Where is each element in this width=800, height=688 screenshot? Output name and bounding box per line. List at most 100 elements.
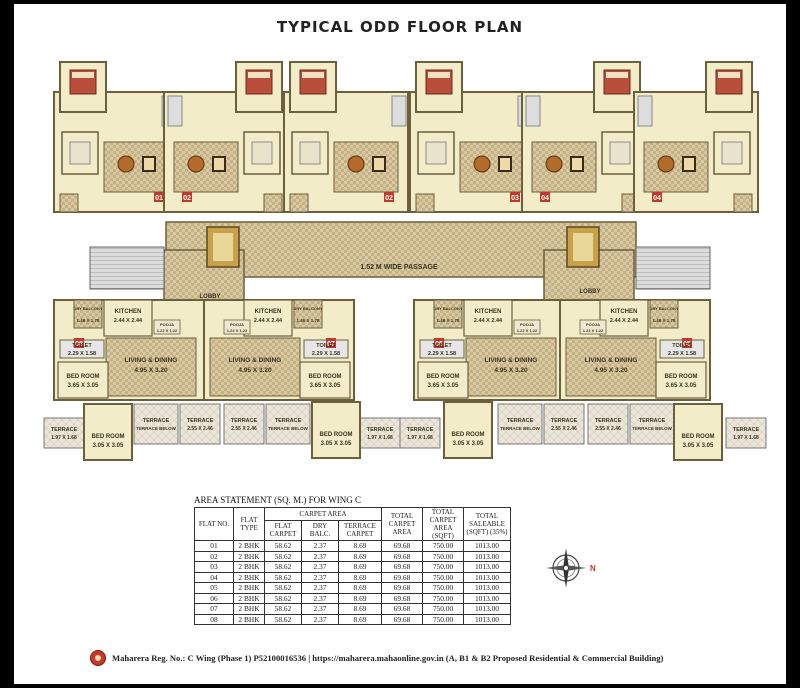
flat-marker: [384, 192, 394, 202]
bedroom-lower-label: BED ROOM: [92, 434, 125, 440]
living-dining: [209, 337, 301, 397]
toilet-label: TOILET: [432, 343, 452, 349]
table-cell: 06: [194, 592, 234, 604]
flat-marker: [326, 338, 336, 348]
flat-bottom-05: 05: [559, 299, 711, 401]
dining-table-top: [144, 158, 154, 170]
table-cell: 07: [194, 603, 234, 615]
dining-table-top: [374, 158, 384, 170]
table-cell: 750.00: [422, 571, 464, 583]
table-cell: 1013.00: [463, 592, 511, 604]
dining-table-top: [572, 158, 582, 170]
balcony: [415, 193, 435, 213]
pillow-icon: [718, 72, 740, 78]
table-cell: 1013.00: [463, 603, 511, 615]
terrace-size-label: 1.97 X 1.68: [367, 435, 393, 441]
table-cell: 8.69: [338, 582, 382, 594]
table-cell: 58.62: [264, 592, 302, 604]
header-total-saleable: TOTAL SALEABLE (SQFT) (35%): [463, 507, 511, 541]
terrace-11: [399, 417, 441, 449]
terrace-below-label: TERRACE BELOW: [268, 426, 309, 431]
header-carpet-area: CARPET AREA: [264, 507, 382, 521]
dry-balcony-label: DRY BALCONY: [649, 306, 678, 311]
terrace-size-label: 2.55 X 2.46: [231, 426, 257, 432]
terrace-label: TERRACE: [51, 427, 78, 433]
kitchen-label: KITCHEN: [115, 309, 142, 315]
table-cell: 02: [194, 550, 234, 562]
table-cell: 2.37: [301, 603, 339, 615]
bedroom-lower-1: [83, 403, 133, 461]
table-cell: 2 BHK: [233, 582, 265, 594]
compass-north-label: N: [590, 564, 596, 573]
table-cell: 2.37: [301, 561, 339, 573]
lobby-label-left: LOBBY: [200, 294, 221, 300]
terrace-label: TERRACE: [507, 418, 534, 424]
pooja-size: 1.22 X 1.22: [583, 328, 604, 333]
table-cell: 69.68: [381, 571, 423, 583]
terrace-8: [629, 403, 675, 445]
maharera-logo-icon: [90, 650, 106, 666]
flat-number: 05: [683, 341, 691, 348]
bedroom-size: 3.65 X 3.05: [666, 383, 697, 389]
bed-icon: [299, 141, 321, 165]
bed-icon: [609, 141, 631, 165]
terrace-size-label: 1.97 X 1.68: [407, 435, 433, 441]
living-size-label: 4.95 X 3.20: [134, 367, 168, 374]
living-size-label: 4.95 X 3.20: [594, 367, 628, 374]
bedroom-size: 3.65 X 3.05: [68, 383, 99, 389]
kitchen: [599, 299, 649, 337]
terrace-size-label: 2.55 X 2.46: [187, 426, 213, 432]
pooja-room: [513, 319, 541, 335]
toilet-size: 2.29 X 1.58: [668, 351, 696, 357]
terrace-below-label: TERRACE BELOW: [632, 426, 673, 431]
pooja-room: [153, 319, 181, 335]
balcony: [59, 193, 79, 213]
footer: Maharera Reg. No.: C Wing (Phase 1) P521…: [90, 650, 730, 666]
terrace-label: TERRACE: [733, 427, 760, 433]
kitchen-label: KITCHEN: [475, 309, 502, 315]
dining-table-top: [214, 158, 224, 170]
north-compass: N: [546, 548, 596, 588]
flat-bottom-08: 08: [53, 299, 205, 401]
flat-number: 04: [541, 195, 549, 202]
terrace-label: TERRACE: [595, 418, 622, 424]
toilet-size: 2.29 X 1.58: [428, 351, 456, 357]
pooja-label: POOJA: [586, 322, 600, 327]
bedroom-a: [417, 361, 469, 399]
dry-balcony-size: 1.46 X 1.78: [296, 318, 320, 323]
table-cell: 69.68: [381, 592, 423, 604]
table-cell: 58.62: [264, 561, 302, 573]
flat-top-04: 04: [633, 61, 759, 213]
kitchen-size-label: 2.44 X 2.44: [474, 318, 503, 324]
flat-number: 07: [327, 341, 335, 348]
table-cell: 69.68: [381, 550, 423, 562]
page-title: TYPICAL ODD FLOOR PLAN: [276, 18, 524, 36]
lift-car-2: [573, 233, 593, 261]
terrace-3: [223, 403, 265, 445]
corridor-label: 1.52 M WIDE PASSAGE: [360, 264, 438, 271]
shaft: [391, 95, 407, 127]
sofa-icon: [347, 155, 365, 173]
bed-icon: [721, 141, 743, 165]
bedroom-label: BED ROOM: [665, 374, 698, 380]
flat-marker: [434, 338, 444, 348]
dry-balcony: [73, 299, 103, 329]
table-cell: 1013.00: [463, 550, 511, 562]
terrace-size-label: 1.97 X 1.68: [733, 435, 759, 441]
pooja-size: 1.22 X 1.22: [227, 328, 248, 333]
table-cell: 2 BHK: [233, 613, 265, 625]
table-cell: 58.62: [264, 582, 302, 594]
table-cell: 08: [194, 613, 234, 625]
flat-top-02: 02: [163, 61, 289, 213]
flat-marker: [74, 338, 84, 348]
balcony: [289, 193, 309, 213]
flat-number: 04: [653, 195, 661, 202]
terrace-9: [43, 417, 85, 449]
table-cell: 2.37: [301, 582, 339, 594]
table-cell: 8.69: [338, 571, 382, 583]
table-cell: 2 BHK: [233, 571, 265, 583]
